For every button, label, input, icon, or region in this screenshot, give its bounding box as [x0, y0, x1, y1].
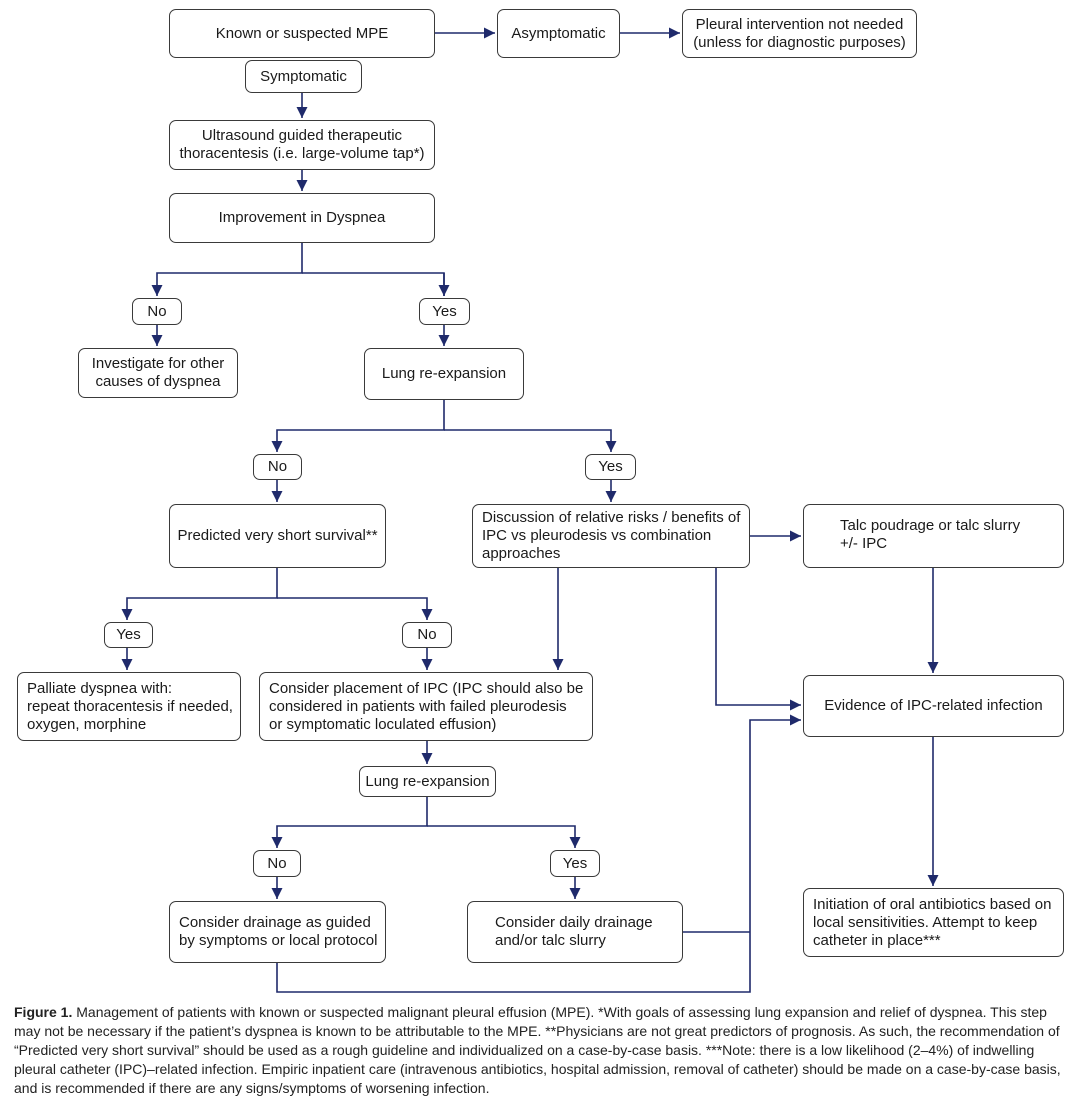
node-asymptomatic: Asymptomatic [497, 9, 620, 58]
edge-improvement-branch-yes [302, 272, 445, 296]
edge-drainage-to-evidence [276, 714, 801, 993]
node-lung-reexp-2: Lung re-expansion [359, 766, 496, 797]
figure-label: Figure 1. [14, 1004, 73, 1020]
node-daily-drainage: Consider daily drainage and/or talc slur… [467, 901, 683, 963]
node-lung-reexp-1: Lung re-expansion [364, 348, 524, 400]
node-discussion: Discussion of relative risks / benefits … [472, 504, 750, 568]
edge-lung-reexp2-branch [271, 797, 428, 848]
figure-caption-text: Management of patients with known or sus… [14, 1004, 1061, 1096]
node-talc-poudrage: Talc poudrage or talc slurry +/- IPC [803, 504, 1064, 568]
node-antibiotics: Initiation of oral antibiotics based on … [803, 888, 1064, 957]
flowchart-connectors [121, 27, 939, 993]
node-yes-1: Yes [419, 298, 470, 325]
node-consider-ipc: Consider placement of IPC (IPC should al… [259, 672, 593, 741]
node-consider-drainage: Consider drainage as guided by symptoms … [169, 901, 386, 963]
node-yes-3: Yes [104, 622, 153, 648]
node-no-2: No [253, 454, 302, 480]
node-pleural-not-needed: Pleural intervention not needed (unless … [682, 9, 917, 58]
edge-discussion-to-evidence [715, 568, 801, 711]
node-yes-4: Yes [550, 850, 600, 877]
node-yes-2: Yes [585, 454, 636, 480]
node-symptomatic: Symptomatic [245, 60, 362, 93]
node-known-mpe: Known or suspected MPE [169, 9, 435, 58]
node-no-4: No [253, 850, 301, 877]
node-palliate: Palliate dyspnea with: repeat thoracente… [17, 672, 241, 741]
edge-lung-reexp-branch [271, 400, 445, 452]
node-ultrasound: Ultrasound guided therapeutic thoracente… [169, 120, 435, 170]
node-no-1: No [132, 298, 182, 325]
edge-improvement-branch [151, 243, 303, 296]
node-predicted-survival: Predicted very short survival** [169, 504, 386, 568]
flowchart: Known or suspected MPE Asymptomatic Pleu… [17, 9, 1064, 993]
figure-caption: Figure 1. Management of patients with kn… [14, 1003, 1070, 1098]
node-improvement: Improvement in Dyspnea [169, 193, 435, 243]
edge-predicted-branch [121, 568, 278, 620]
node-no-3: No [402, 622, 452, 648]
node-investigate: Investigate for other causes of dyspnea [78, 348, 238, 398]
node-evidence-infection: Evidence of IPC-related infection [803, 675, 1064, 737]
